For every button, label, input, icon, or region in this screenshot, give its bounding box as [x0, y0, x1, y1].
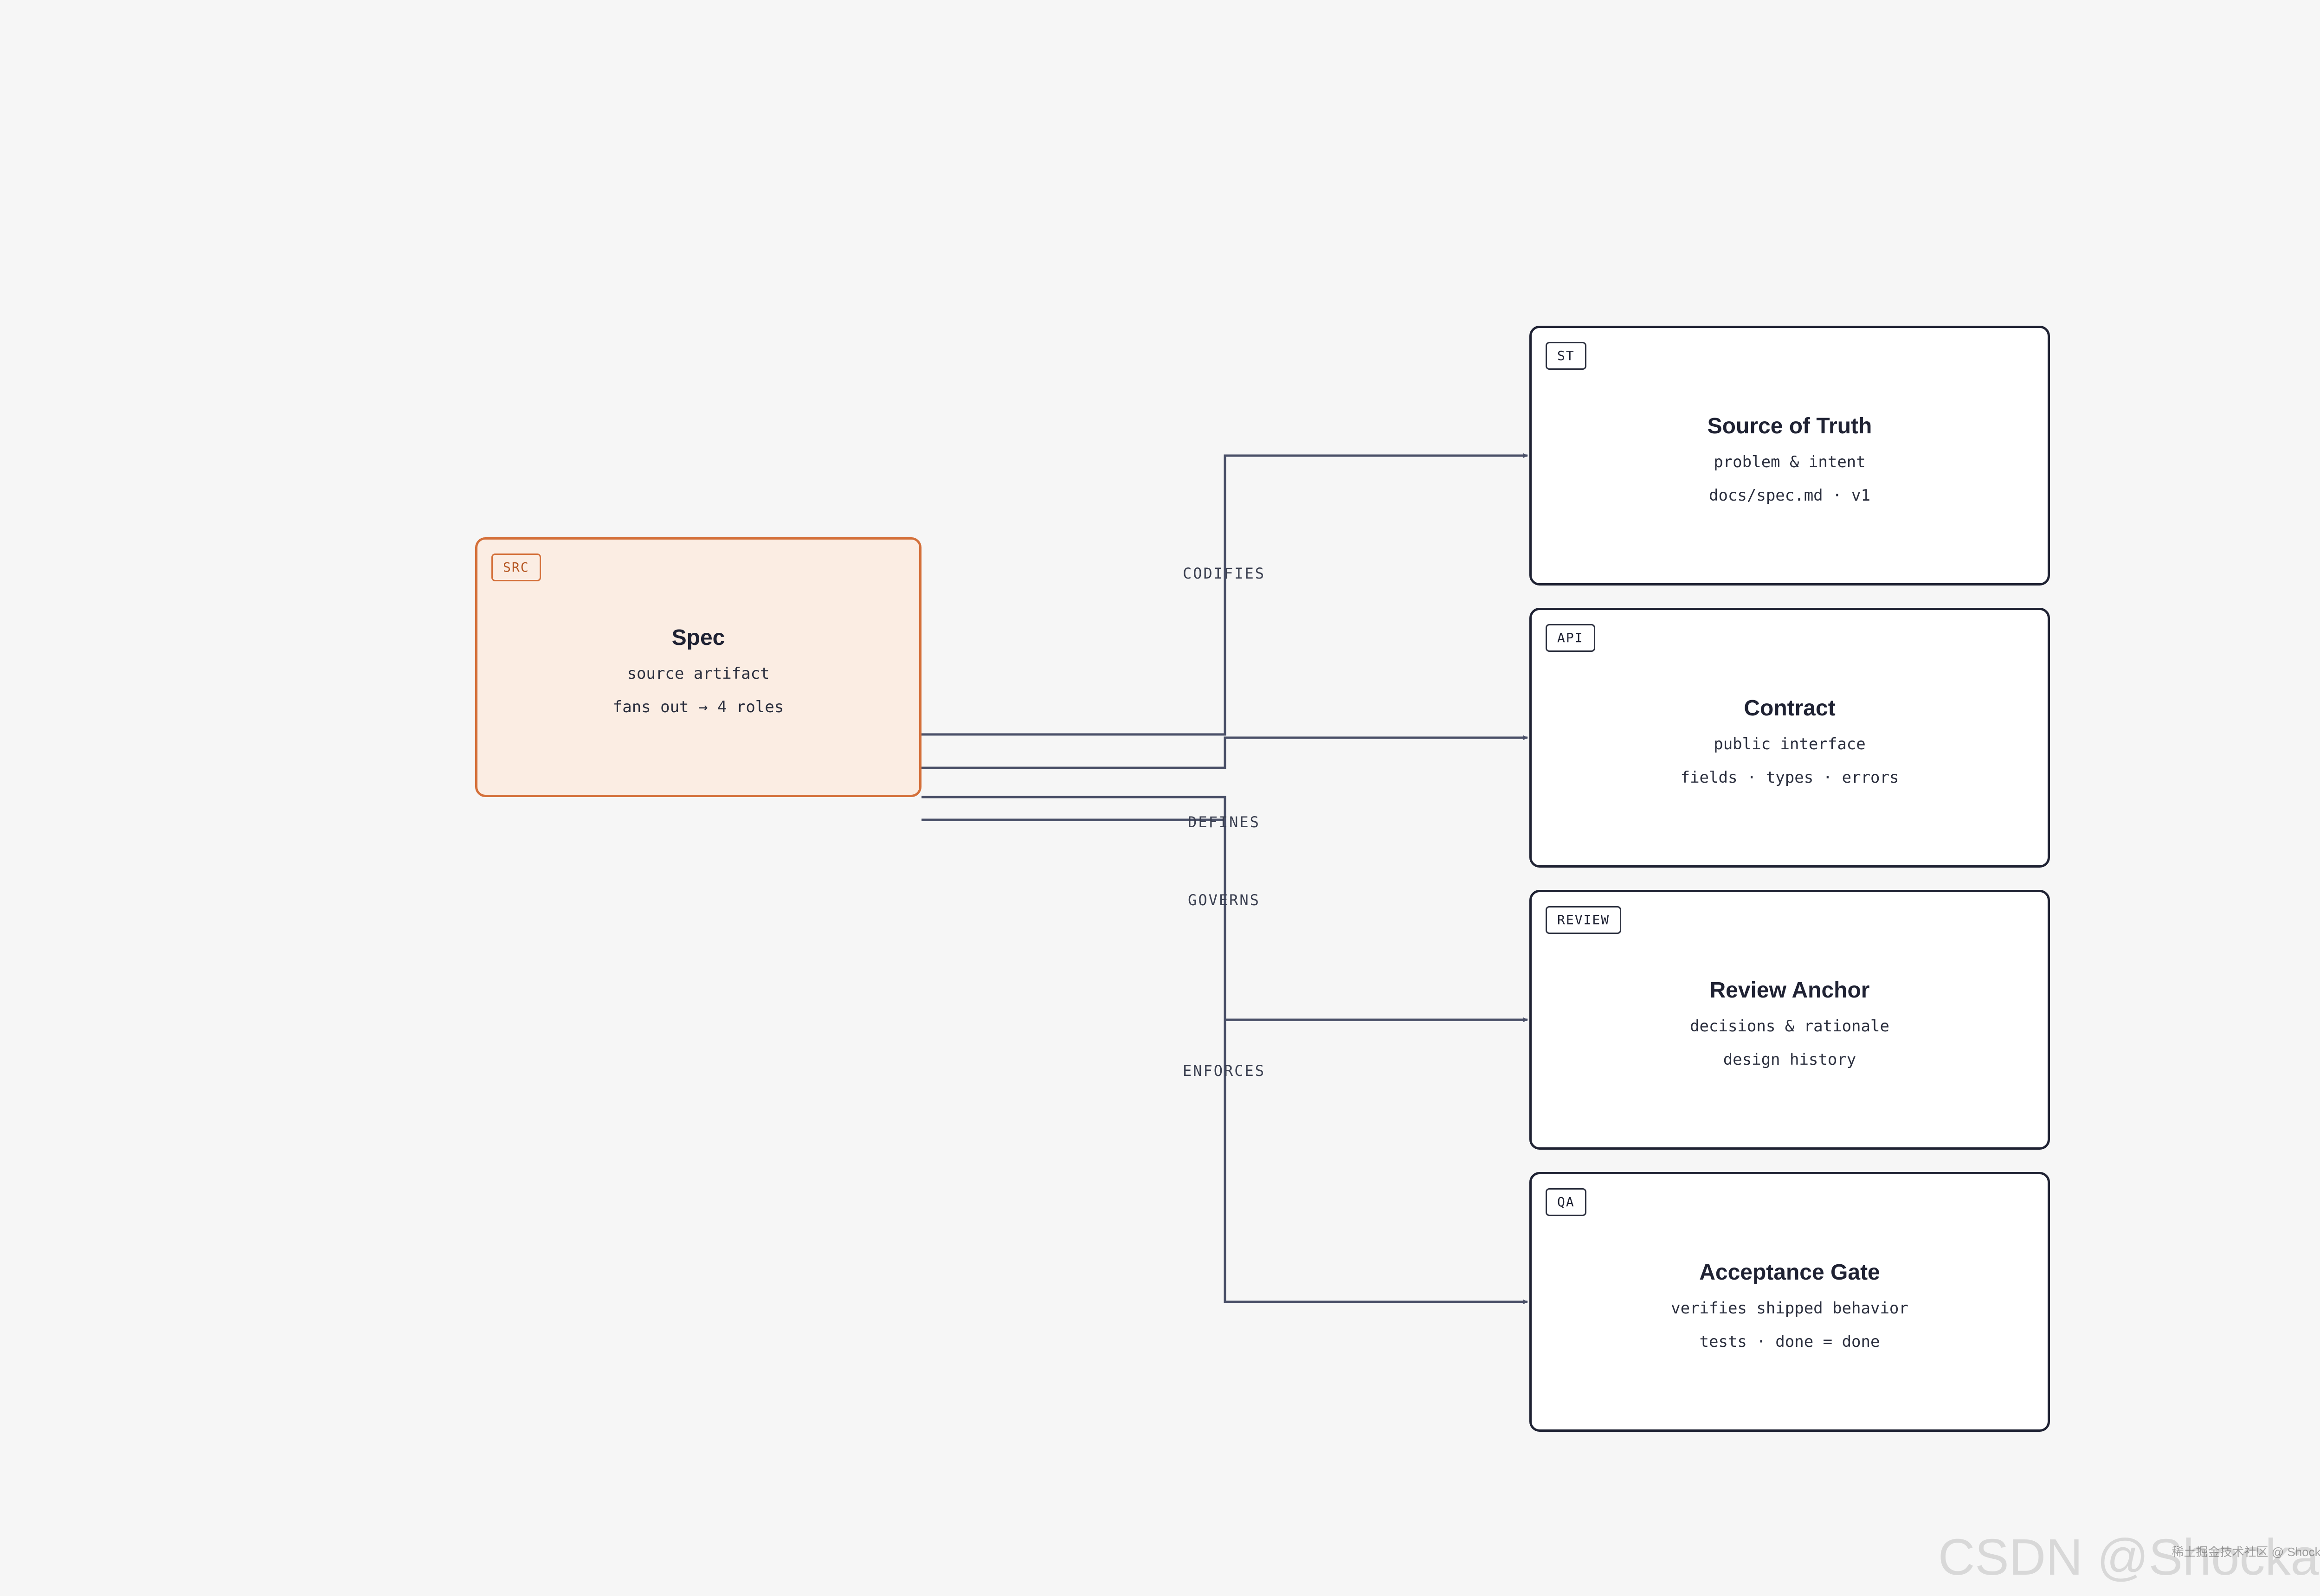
- review-anchor-title: Review Anchor: [1709, 978, 1870, 1003]
- review-anchor-line-1: decisions & rationale: [1690, 1017, 1889, 1036]
- source-of-truth-line-2: docs/spec.md · v1: [1709, 486, 1870, 505]
- spec-line-2: fans out → 4 roles: [612, 697, 784, 716]
- acceptance-gate-body: Acceptance Gate verifies shipped behavio…: [1532, 1174, 2048, 1429]
- source-of-truth-title: Source of Truth: [1707, 413, 1872, 438]
- spec-line-1: source artifact: [627, 664, 770, 683]
- acceptance-gate-node[interactable]: QA Acceptance Gate verifies shipped beha…: [1529, 1172, 2050, 1432]
- contract-title: Contract: [1744, 695, 1836, 721]
- contract-line-2: fields · types · errors: [1680, 768, 1899, 787]
- watermark-small: 稀土掘金技术社区 @ Shockang: [2172, 1545, 2320, 1559]
- source-of-truth-tag: ST: [1546, 342, 1586, 370]
- edge-enforces: [922, 818, 1528, 1304]
- contract-node[interactable]: API Contract public interface fields · t…: [1529, 608, 2050, 868]
- acceptance-gate-line-2: tests · done = done: [1699, 1332, 1880, 1351]
- spec-title: Spec: [671, 625, 725, 650]
- edge-codifies: [922, 453, 1528, 736]
- edge-defines: [922, 735, 1528, 769]
- source-of-truth-body: Source of Truth problem & intent docs/sp…: [1532, 328, 2048, 583]
- acceptance-gate-tag: QA: [1546, 1188, 1586, 1216]
- review-anchor-node[interactable]: REVIEW Review Anchor decisions & rationa…: [1529, 890, 2050, 1150]
- edge-label-governs: GOVERNS: [1188, 891, 1260, 909]
- edge-label-enforces: ENFORCES: [1182, 1062, 1266, 1080]
- acceptance-gate-title: Acceptance Gate: [1699, 1260, 1880, 1285]
- source-of-truth-node[interactable]: ST Source of Truth problem & intent docs…: [1529, 326, 2050, 586]
- spec-tag: SRC: [491, 553, 541, 581]
- contract-tag: API: [1546, 624, 1595, 652]
- source-of-truth-line-1: problem & intent: [1714, 452, 1866, 471]
- edge-label-defines: DEFINES: [1188, 813, 1260, 831]
- contract-body: Contract public interface fields · types…: [1532, 610, 2048, 865]
- review-anchor-line-2: design history: [1723, 1050, 1856, 1069]
- acceptance-gate-line-1: verifies shipped behavior: [1671, 1299, 1908, 1318]
- spec-body: Spec source artifact fans out → 4 roles: [477, 540, 919, 795]
- review-anchor-tag: REVIEW: [1546, 906, 1622, 934]
- spec-node[interactable]: SRC Spec source artifact fans out → 4 ro…: [475, 537, 922, 797]
- edge-label-codifies: CODIFIES: [1182, 565, 1266, 582]
- watermark: CSDN @Shockang: [1938, 1529, 2320, 1586]
- contract-line-1: public interface: [1714, 734, 1866, 753]
- review-anchor-body: Review Anchor decisions & rationale desi…: [1532, 892, 2048, 1147]
